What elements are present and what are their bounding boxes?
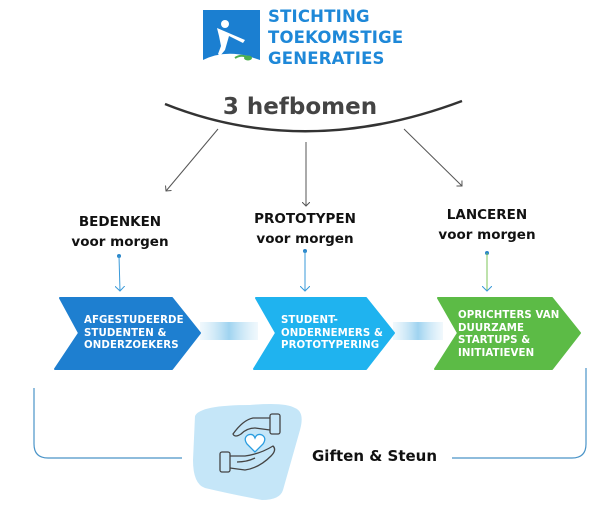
chevron-line: ONDERNEMERS & [281, 327, 383, 339]
logo-line-2: TOEKOMSTIGE [268, 28, 404, 47]
chevron-line: STUDENT- [281, 315, 338, 326]
chevron-line: AFGESTUDEERDE [84, 315, 184, 326]
arrow-left [166, 128, 219, 191]
logo-text: STICHTING TOEKOMSTIGE GENERATIES [268, 6, 403, 69]
chevron-line: INITIATIEVEN [458, 347, 535, 359]
support-label: Giften & Steun [312, 447, 438, 465]
logo-line-3: GENERATIES [268, 49, 385, 68]
stage-heading: BEDENKEN [78, 214, 162, 230]
chevron-3-text: OPRICHTERS VAN DUURZAME STARTUPS & INITI… [458, 310, 559, 360]
stage-sub: voor morgen [438, 227, 536, 243]
stage-label-1: BEDENKEN voor morgen [55, 212, 185, 252]
chevron-3 [434, 297, 581, 370]
chevron-1 [54, 297, 201, 370]
jumping-figure-with-leaf-icon [203, 20, 260, 68]
support-loop [33, 388, 182, 459]
support-blob [193, 404, 302, 500]
hands-heart-icon [219, 413, 281, 473]
chevron-line: ONDERZOEKERS [84, 340, 179, 351]
stage-label-3: LANCEREN voor morgen [422, 205, 552, 245]
stage-sub: voor morgen [256, 231, 354, 247]
chevron-line: STARTUPS & [458, 335, 531, 346]
stage-heading: PROTOTYPEN [254, 211, 356, 227]
logo-line-1: STICHTING [268, 7, 370, 26]
chevron-1-text: AFGESTUDEERDE STUDENTEN & ONDERZOEKERS [84, 315, 184, 353]
arc [164, 99, 463, 133]
chevron-line: STUDENTEN & [84, 327, 167, 339]
stage-label-2: PROTOTYPEN voor morgen [240, 209, 370, 249]
stage-sub: voor morgen [71, 234, 169, 250]
arrow-right [403, 128, 462, 186]
chevron-2 [253, 297, 395, 370]
chevron-line: OPRICHTERS VAN [458, 310, 560, 321]
page-title: 3 hefbomen [222, 94, 378, 120]
chevron-line: DUURZAME [458, 322, 525, 334]
logo-mark [203, 10, 260, 68]
chevron-line: PROTOTYPERING [281, 340, 380, 351]
stage-heading: LANCEREN [446, 207, 528, 223]
chevron-2-text: STUDENT- ONDERNEMERS & PROTOTYPERING [281, 315, 383, 353]
